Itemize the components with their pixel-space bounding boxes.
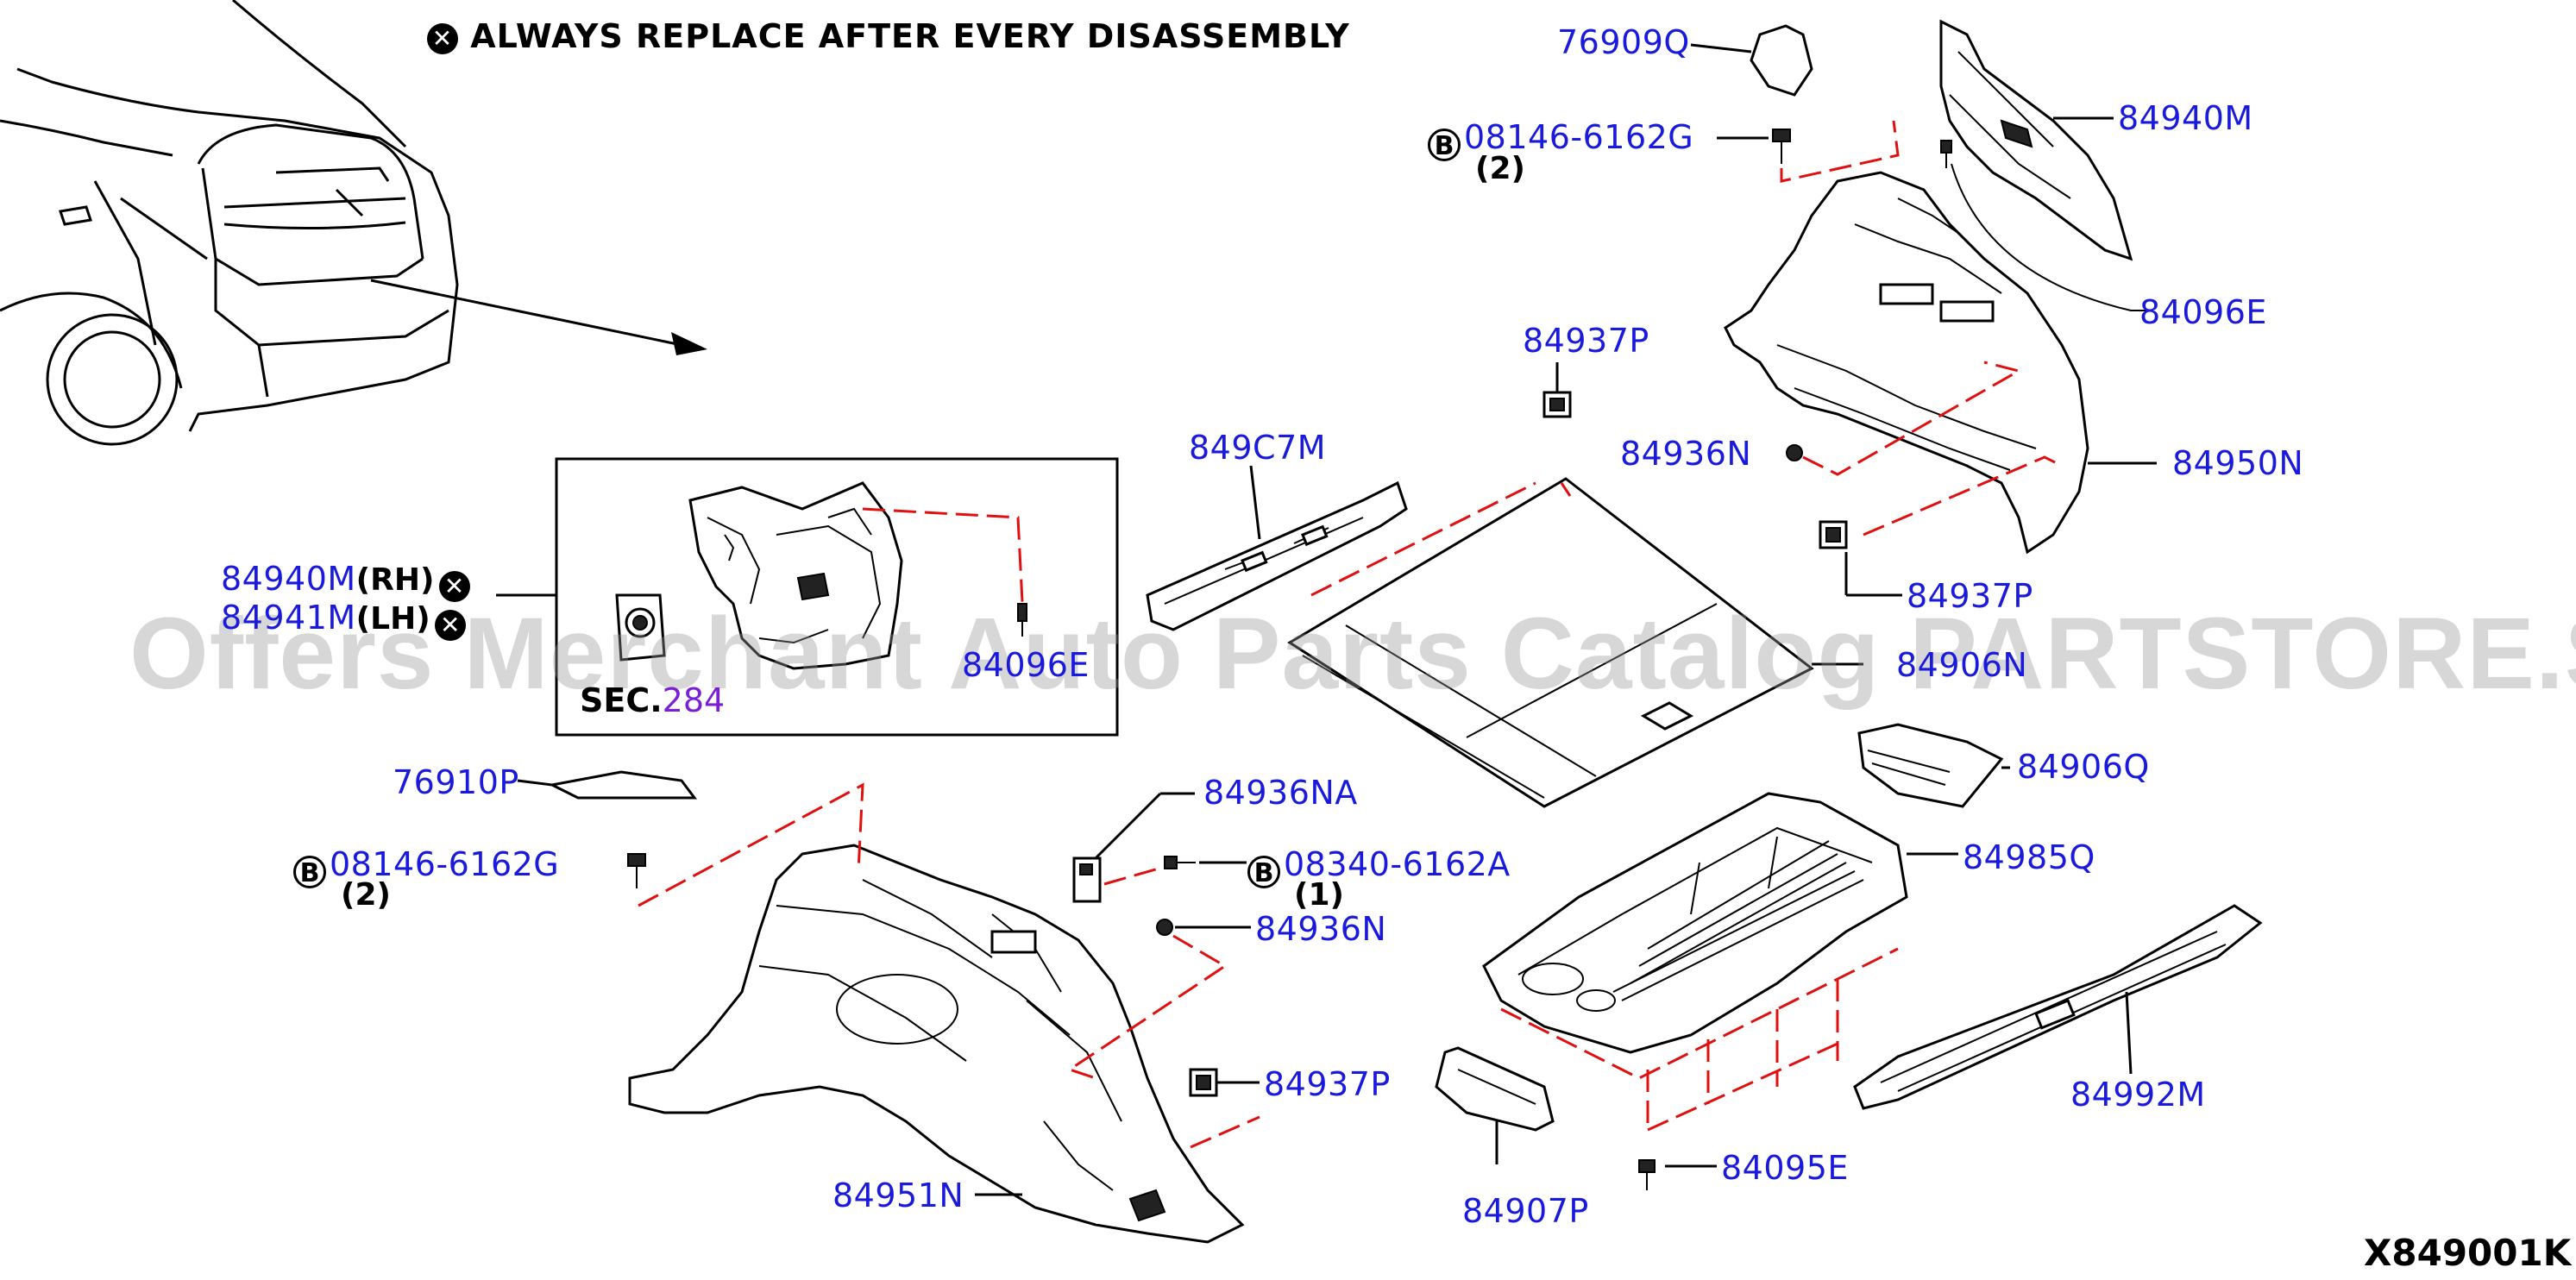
part-849C7M <box>1146 465 1536 631</box>
callout-84907P[interactable]: 84907P <box>1462 1192 1589 1230</box>
inset-label-84096E[interactable]: 84096E <box>962 646 1090 684</box>
callout-84937P-bot[interactable]: 84937P <box>1264 1065 1391 1103</box>
vehicle-rear-illustration <box>0 0 707 446</box>
callout-84950N[interactable]: 84950N <box>2172 444 2304 482</box>
qty-08340: (1) <box>1294 877 1344 913</box>
callout-849C7M[interactable]: 849C7M <box>1189 429 1327 467</box>
bolt-b-icon: B <box>1247 855 1280 888</box>
qty-08146-top: (2) <box>1475 151 1525 186</box>
clip-84936N-bot <box>1066 919 1251 1080</box>
callout-84906N[interactable]: 84906N <box>1896 646 2028 684</box>
clip-84095E <box>1638 1159 1717 1190</box>
bolt-b-icon: B <box>293 855 326 888</box>
circled-x-icon: ✕ <box>427 22 458 54</box>
part-84906N <box>1287 477 1863 808</box>
part-84936NA <box>1072 792 1195 903</box>
part-76910P <box>517 770 697 800</box>
circled-x-icon: ✕ <box>438 570 470 602</box>
callout-84940M-top[interactable]: 84940M <box>2118 99 2253 137</box>
callout-84940M-RH[interactable]: 84940M(RH) ✕ <box>221 562 470 602</box>
callout-84992M[interactable]: 84992M <box>2070 1076 2206 1114</box>
callout-84096E[interactable]: 84096E <box>2139 293 2267 331</box>
part-76909Q <box>1690 24 1813 97</box>
part-84950N <box>1724 171 2157 555</box>
inset-panel <box>496 457 1119 737</box>
diagram-id: X849001K <box>2364 1232 2572 1274</box>
part-84951N <box>628 844 1245 1244</box>
callout-84906Q[interactable]: 84906Q <box>2017 748 2150 786</box>
part-84992M <box>1853 904 2263 1110</box>
callout-84937P-mid[interactable]: 84937P <box>1907 577 2033 615</box>
bolt-b-icon: B <box>1428 128 1461 161</box>
clip-84096E <box>1940 140 2148 311</box>
replace-note-text: ALWAYS REPLACE AFTER EVERY DISASSEMBLY <box>470 17 1350 55</box>
callout-84936N-bot[interactable]: 84936N <box>1255 910 1387 948</box>
callout-84095E[interactable]: 84095E <box>1721 1149 1849 1187</box>
part-84940M-upper <box>1939 19 2133 261</box>
callout-84936N-top[interactable]: 84936N <box>1620 435 1752 473</box>
callout-84937P-top[interactable]: 84937P <box>1523 322 1649 360</box>
clip-84937P-mid <box>1819 455 2063 597</box>
clip-84937P-bot <box>1189 1068 1260 1149</box>
callout-76910P[interactable]: 76910P <box>393 763 519 801</box>
bolt-08340 <box>1164 856 1247 869</box>
qty-08146-bot: (2) <box>341 877 391 913</box>
callout-76909Q[interactable]: 76909Q <box>1557 23 1690 61</box>
section-reference[interactable]: SEC.284 <box>580 681 726 719</box>
clip-84936N-top <box>1786 361 2022 476</box>
part-84907P <box>1435 1046 1555 1164</box>
circled-x-icon: ✕ <box>434 609 466 641</box>
bolt-08146-top <box>1717 120 1900 183</box>
replace-note: ✕ ALWAYS REPLACE AFTER EVERY DISASSEMBLY <box>427 17 1350 55</box>
callout-84951N[interactable]: 84951N <box>832 1176 964 1214</box>
watermark: Offers Merchant Auto Parts Catalog PARTS… <box>129 597 2576 711</box>
part-84906Q <box>1857 723 2010 808</box>
callout-84985Q[interactable]: 84985Q <box>1963 838 2095 876</box>
callout-84936NA[interactable]: 84936NA <box>1203 774 1358 812</box>
bolt-08146-bot <box>627 782 864 907</box>
callout-84941M-LH[interactable]: 84941M(LH) ✕ <box>221 601 466 641</box>
part-84985Q <box>1482 792 1958 1132</box>
clip-84937P-top <box>1542 362 1572 418</box>
